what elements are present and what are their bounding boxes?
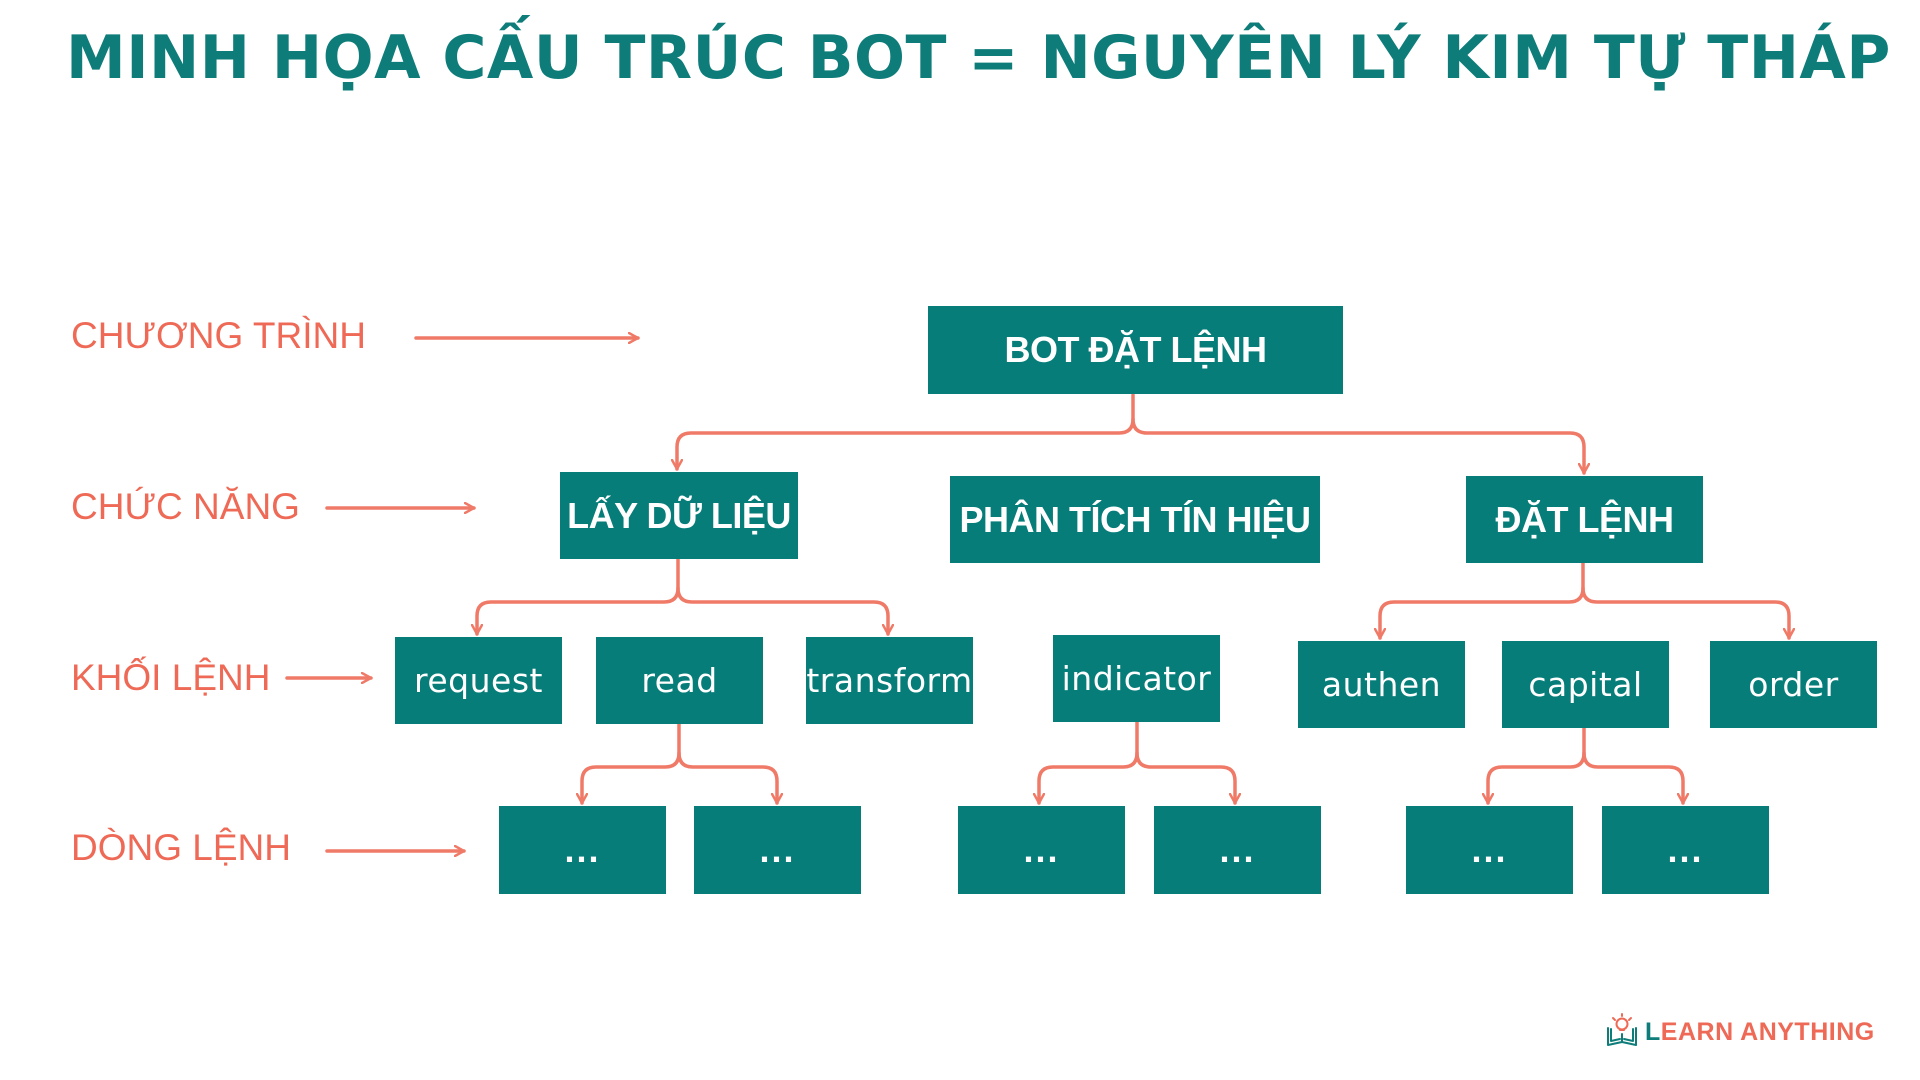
learn-anything-logo: LEARN ANYTHING (1605, 1012, 1875, 1053)
connector-fetch-to-transform (676, 586, 888, 636)
connector-order-to-order-block (1581, 586, 1789, 640)
node-read-line-1: ... (499, 806, 666, 894)
node-read-line-2: ... (694, 806, 861, 894)
node-indicator-line-2: ... (1154, 806, 1321, 894)
node-capital-line-2: ... (1602, 806, 1769, 894)
node-capital: capital (1502, 641, 1669, 728)
node-request: request (395, 637, 562, 724)
logo-text-rest: EARN ANYTHING (1660, 1018, 1875, 1046)
node-capital-line-1: ... (1406, 806, 1573, 894)
node-lay-du-lieu: LẤY DỮ LIỆU (560, 472, 798, 559)
logo-first-letter: L (1645, 1018, 1661, 1046)
connector-indicator-to-lines-right (1135, 751, 1235, 805)
node-authen: authen (1298, 641, 1465, 728)
connector-read-to-lines-left (582, 720, 681, 805)
page-title: MINH HỌA CẤU TRÚC BOT = NGUYÊN LÝ KIM TỰ… (66, 23, 1891, 93)
level-label-function: CHỨC NĂNG (71, 486, 300, 527)
node-order: order (1710, 641, 1877, 728)
connector-order-to-authen (1380, 561, 1585, 640)
node-dat-lenh: ĐẶT LỆNH (1466, 476, 1703, 563)
level-label-block: KHỐI LỆNH (71, 657, 271, 698)
connector-fetch-to-request (477, 557, 680, 636)
connector-capital-to-lines-left (1488, 725, 1586, 805)
node-indicator-line-1: ... (958, 806, 1125, 894)
connector-root-to-fetch (677, 393, 1135, 471)
level-label-line: DÒNG LỆNH (71, 827, 291, 868)
book-lightbulb-icon (1605, 1012, 1639, 1053)
node-bot-dat-lenh: BOT ĐẶT LỆNH (928, 306, 1343, 394)
node-indicator: indicator (1053, 635, 1220, 722)
node-transform: transform (806, 637, 973, 724)
logo-text: LEARN ANYTHING (1645, 1018, 1875, 1047)
node-read: read (596, 637, 763, 724)
connector-indicator-to-lines-left (1039, 718, 1139, 805)
connector-read-to-lines-right (677, 751, 777, 805)
level-label-program: CHƯƠNG TRÌNH (71, 315, 366, 356)
connector-root-to-place-order (1131, 417, 1584, 475)
connector-capital-to-lines-right (1582, 751, 1683, 805)
node-phan-tich-tin-hieu: PHÂN TÍCH TÍN HIỆU (950, 476, 1320, 563)
